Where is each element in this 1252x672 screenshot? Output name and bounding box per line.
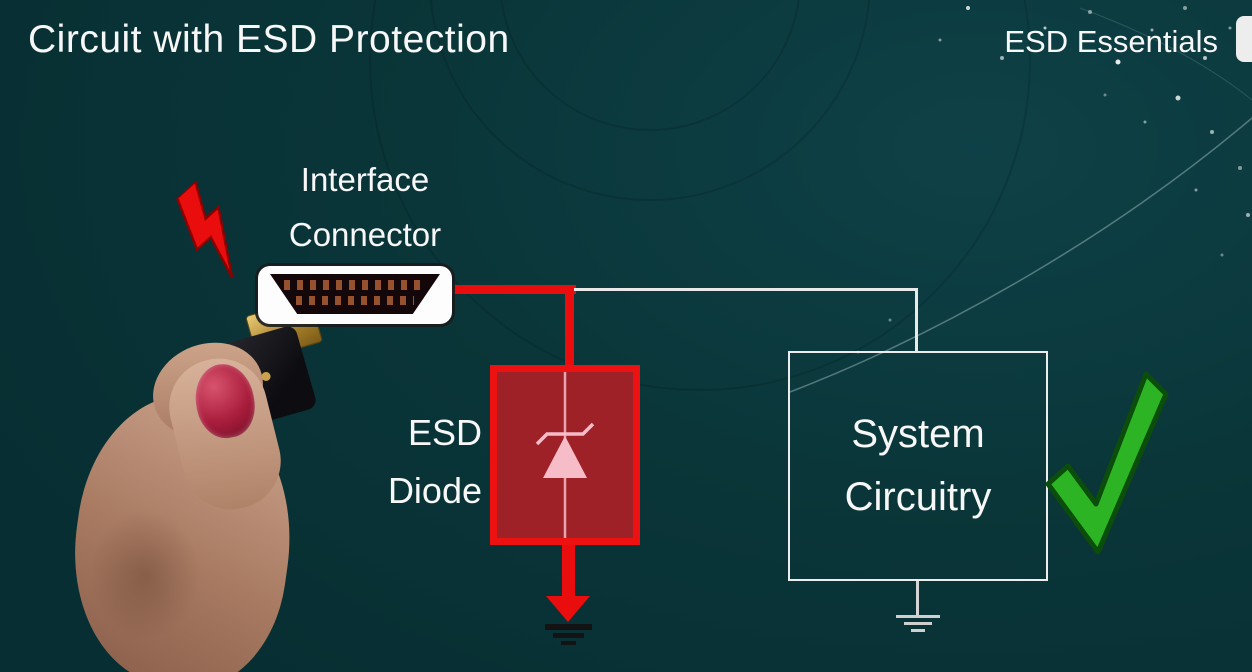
- interface-connector-label-line1: Interface: [300, 161, 430, 198]
- ground-arrow-head: [546, 596, 590, 622]
- wire-white-horizontal: [574, 288, 918, 291]
- wire-white-ground: [916, 581, 919, 615]
- system-circuitry-box: System Circuitry: [788, 351, 1048, 581]
- zener-diode-symbol: [535, 372, 595, 538]
- lightning-bolt-icon: [175, 179, 234, 279]
- wire-white-vertical: [915, 288, 918, 352]
- ground-bar: [561, 641, 576, 645]
- interface-connector-label: Interface Connector: [252, 152, 478, 262]
- hdmi-pins-row-top: [284, 280, 426, 290]
- esd-diode-label-line1: ESD: [407, 412, 482, 453]
- page-title: Circuit with ESD Protection: [28, 18, 510, 61]
- ground-arrow-shaft: [562, 543, 575, 598]
- knuckle-shadow: [90, 510, 200, 640]
- system-circuitry-label-line2: Circuitry: [844, 475, 992, 519]
- esd-diode-label: ESD Diode: [318, 404, 482, 520]
- brand-watermark: ESD Essentials: [1004, 24, 1218, 59]
- interface-connector-label-line2: Connector: [288, 216, 442, 253]
- ground-bar: [545, 624, 592, 630]
- hand-photo: [56, 297, 350, 672]
- ground-bar: [553, 633, 584, 638]
- checkmark-icon: [1045, 371, 1169, 555]
- wire-red-horizontal: [446, 285, 576, 294]
- hdmi-connector-icon: [258, 266, 452, 324]
- light-streak: [789, 7, 1252, 393]
- channel-logo-icon: [1236, 16, 1252, 62]
- esd-diode-label-line2: Diode: [387, 470, 482, 511]
- ground-bar: [896, 615, 940, 618]
- system-circuitry-label-line1: System: [851, 412, 985, 456]
- hdmi-socket-opening: [270, 274, 440, 314]
- esd-diode-box: [490, 365, 640, 545]
- wire-red-vertical: [565, 285, 574, 369]
- ground-bar: [911, 629, 925, 632]
- ground-bar: [904, 622, 932, 625]
- hdmi-pins-row-bottom: [296, 296, 414, 305]
